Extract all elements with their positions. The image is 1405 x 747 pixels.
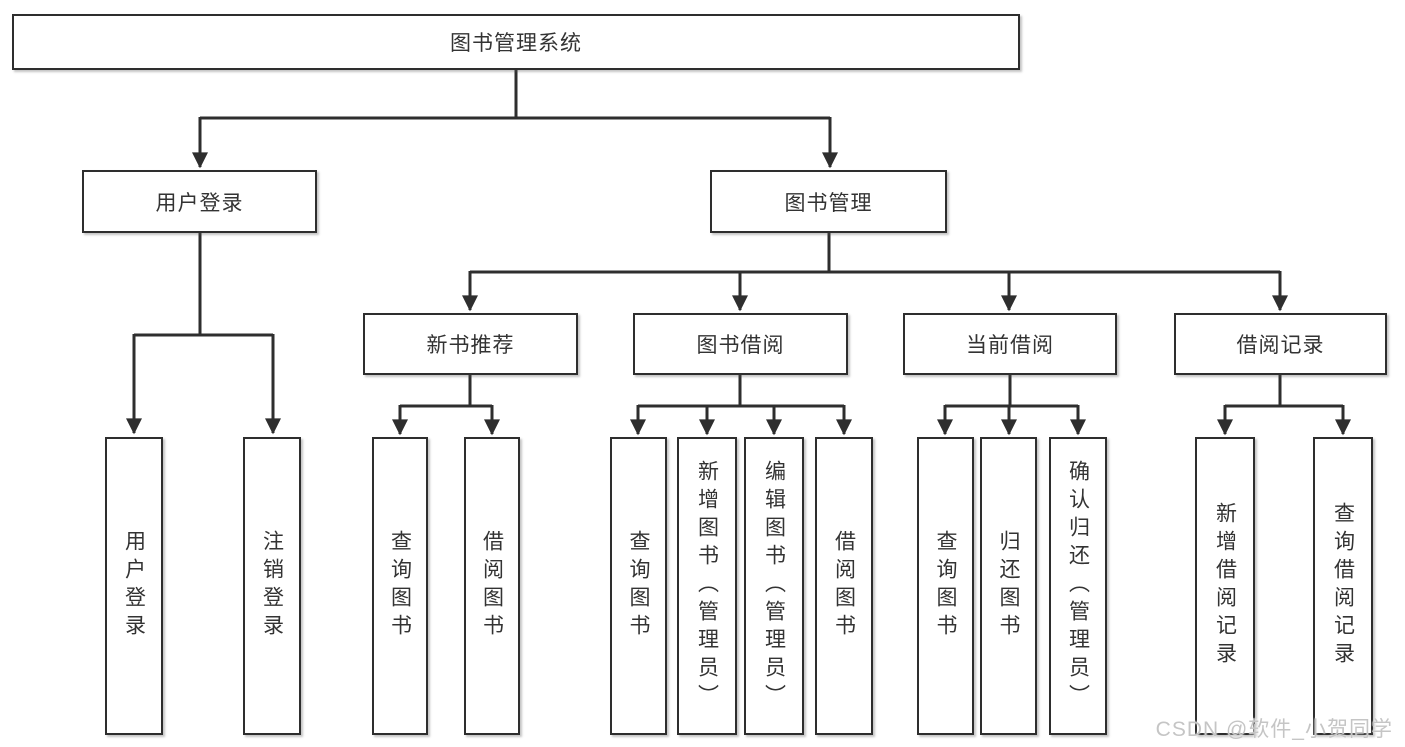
leaf-label: 用户登录 — [122, 530, 146, 642]
node-label: 图书借阅 — [696, 334, 785, 357]
node-label: 借阅记录 — [1236, 334, 1325, 357]
connector-current-borrow-children — [937, 375, 1086, 436]
leaf-label: 查询图书 — [627, 530, 650, 642]
leaf-return-books: 归还图书 — [980, 437, 1037, 735]
connector-root-to-level2 — [192, 70, 838, 169]
node-library-management-system: 图书管理系统 — [12, 14, 1020, 70]
leaf-label: 注销登录 — [260, 530, 284, 642]
leaf-label: 借阅图书 — [832, 530, 856, 642]
node-label: 新书推荐 — [426, 334, 515, 357]
leaf-query-borrow-record: 查询借阅记录 — [1313, 437, 1373, 735]
leaf-edit-books-admin: 编辑图书（管理员） — [744, 437, 804, 735]
connector-user-login-children — [126, 233, 281, 435]
leaf-label: 查询图书 — [934, 530, 957, 642]
leaf-label: 归还图书 — [997, 530, 1020, 642]
leaf-user-login: 用户登录 — [105, 437, 163, 735]
connector-borrow-record-children — [1217, 375, 1351, 436]
node-book-borrowing: 图书借阅 — [633, 313, 848, 375]
node-borrowing-records: 借阅记录 — [1174, 313, 1387, 375]
leaf-label: 新增借阅记录 — [1213, 502, 1237, 670]
node-user-login-branch: 用户登录 — [82, 170, 317, 233]
leaf-query-books-new-rec: 查询图书 — [372, 437, 428, 735]
leaf-label: 借阅图书 — [480, 530, 504, 642]
node-new-book-recommendation: 新书推荐 — [363, 313, 578, 375]
leaf-label: 编辑图书（管理员） — [762, 460, 786, 712]
node-current-borrowing: 当前借阅 — [903, 313, 1117, 375]
leaf-query-books-current: 查询图书 — [917, 437, 974, 735]
node-label: 图书管理 — [784, 191, 873, 215]
leaf-borrow-books-new-rec: 借阅图书 — [464, 437, 520, 735]
leaf-label: 确认归还（管理员） — [1066, 460, 1090, 712]
connector-book-mgmt-children — [462, 233, 1288, 312]
leaf-add-borrow-record: 新增借阅记录 — [1195, 437, 1255, 735]
node-label: 当前借阅 — [966, 334, 1054, 357]
leaf-borrow-books-borrowing: 借阅图书 — [815, 437, 873, 735]
node-label: 图书管理系统 — [450, 32, 582, 55]
node-label: 用户登录 — [155, 191, 244, 215]
leaf-query-books-borrowing: 查询图书 — [610, 437, 667, 735]
leaf-label: 查询图书 — [388, 530, 412, 642]
connector-book-borrow-children — [630, 375, 852, 436]
leaf-logout: 注销登录 — [243, 437, 301, 735]
node-book-management-branch: 图书管理 — [710, 170, 947, 233]
leaf-confirm-return-admin: 确认归还（管理员） — [1049, 437, 1107, 735]
leaf-label: 查询借阅记录 — [1331, 502, 1355, 670]
leaf-add-books-admin: 新增图书（管理员） — [677, 437, 737, 735]
connector-new-book-rec-children — [392, 375, 500, 436]
leaf-label: 新增图书（管理员） — [695, 460, 719, 712]
